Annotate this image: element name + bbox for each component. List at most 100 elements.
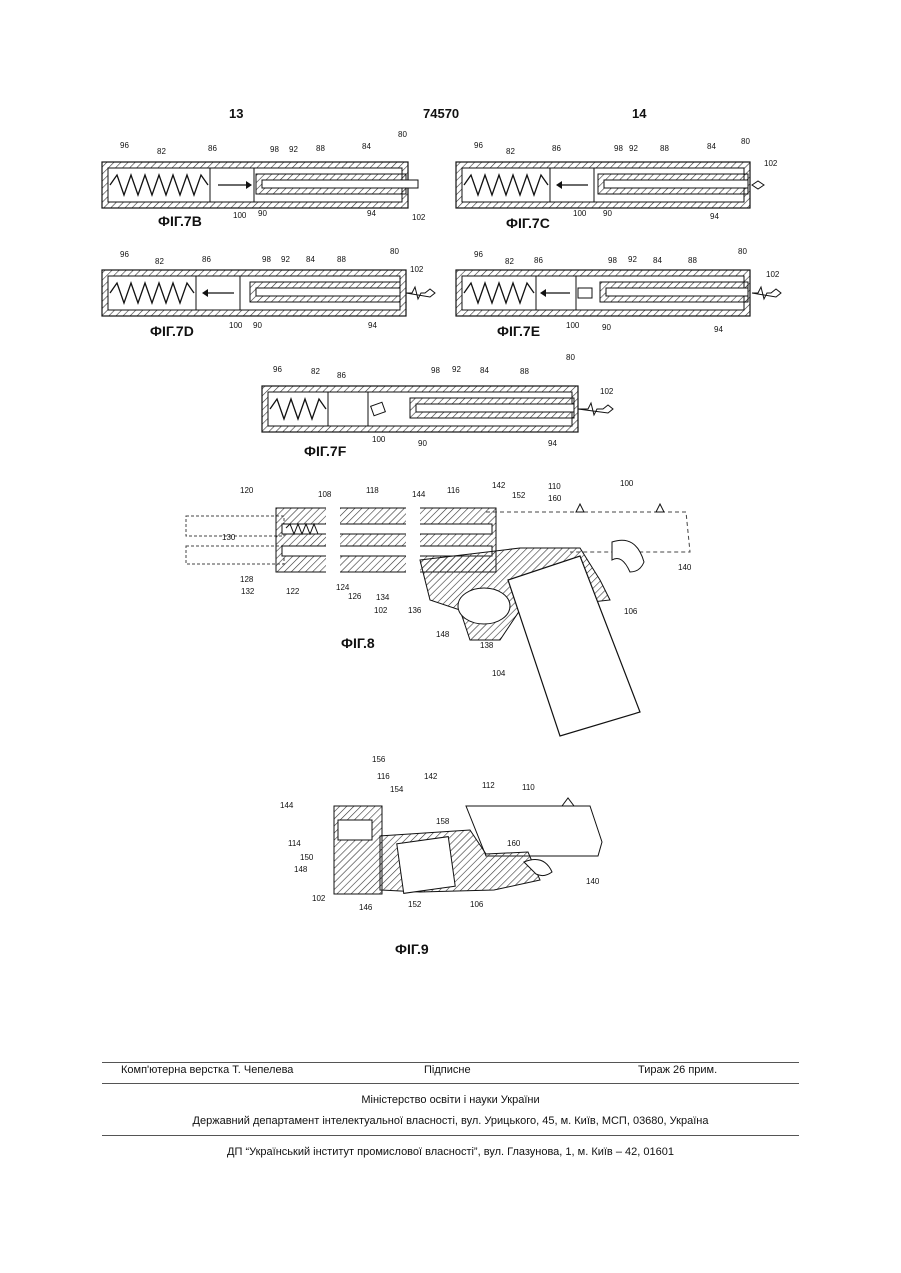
svg-text:138: 138 — [480, 641, 494, 650]
svg-text:98: 98 — [270, 145, 279, 154]
svg-text:116: 116 — [447, 486, 460, 495]
svg-text:158: 158 — [436, 817, 450, 826]
svg-text:102: 102 — [410, 265, 424, 274]
svg-text:140: 140 — [678, 563, 692, 572]
svg-text:142: 142 — [424, 772, 438, 781]
svg-text:114: 114 — [288, 839, 301, 848]
svg-text:100: 100 — [229, 321, 243, 330]
svg-text:100: 100 — [573, 209, 587, 218]
svg-text:134: 134 — [376, 593, 390, 602]
svg-text:86: 86 — [552, 144, 561, 153]
svg-text:124: 124 — [336, 583, 350, 592]
svg-text:112: 112 — [482, 781, 495, 790]
patent-drawings: 96 82 86 98 92 88 84 80 100 90 94 102 ФІГ.7B 96 8… — [0, 0, 901, 1000]
svg-text:150: 150 — [300, 853, 314, 862]
svg-text:96: 96 — [474, 250, 483, 259]
svg-text:80: 80 — [738, 247, 747, 256]
signed-note: Підписне — [424, 1064, 471, 1076]
svg-text:102: 102 — [764, 159, 778, 168]
svg-text:96: 96 — [120, 141, 129, 150]
svg-text:120: 120 — [240, 486, 254, 495]
svg-text:96: 96 — [120, 250, 129, 259]
fig7c-caption: ФІГ.7C — [506, 215, 550, 231]
svg-text:152: 152 — [512, 491, 526, 500]
svg-text:160: 160 — [548, 494, 562, 503]
svg-text:92: 92 — [452, 365, 461, 374]
svg-text:142: 142 — [492, 481, 506, 490]
typesetting-credit: Комп'ютерна верстка Т. Чепелева — [121, 1064, 293, 1076]
svg-text:92: 92 — [628, 255, 637, 264]
svg-text:116: 116 — [377, 772, 390, 781]
svg-text:144: 144 — [280, 801, 294, 810]
svg-text:132: 132 — [241, 587, 255, 596]
fig7e-caption: ФІГ.7E — [497, 323, 540, 339]
svg-text:126: 126 — [348, 592, 362, 601]
svg-text:106: 106 — [470, 900, 484, 909]
fig7b-caption: ФІГ.7B — [158, 213, 202, 229]
svg-text:84: 84 — [480, 366, 489, 375]
svg-text:82: 82 — [505, 257, 514, 266]
svg-text:82: 82 — [157, 147, 166, 156]
ministry-line: Міністерство освіти і науки України — [102, 1094, 799, 1106]
svg-text:84: 84 — [306, 255, 315, 264]
svg-text:144: 144 — [412, 490, 426, 499]
figure-7f: 968286 989284 8880102 1009094 ФІГ.7F — [262, 353, 614, 459]
svg-text:80: 80 — [566, 353, 575, 362]
svg-text:82: 82 — [506, 147, 515, 156]
svg-text:152: 152 — [408, 900, 422, 909]
svg-text:90: 90 — [602, 323, 611, 332]
fig7f-caption: ФІГ.7F — [304, 443, 347, 459]
svg-text:96: 96 — [474, 141, 483, 150]
svg-text:110: 110 — [548, 482, 561, 491]
figure-7c: 968286 989288 8480102 1009094 ФІГ.7C — [456, 137, 778, 231]
fig9-caption: ФІГ.9 — [395, 941, 429, 957]
svg-text:100: 100 — [566, 321, 580, 330]
svg-text:90: 90 — [418, 439, 427, 448]
footer-rule-top — [102, 1062, 799, 1063]
svg-text:98: 98 — [262, 255, 271, 264]
svg-text:90: 90 — [258, 209, 267, 218]
figure-7d: 968286 989284 8880102 1009094 ФІГ.7D — [102, 247, 435, 339]
svg-text:94: 94 — [548, 439, 557, 448]
svg-text:96: 96 — [273, 365, 282, 374]
svg-text:86: 86 — [337, 371, 346, 380]
svg-text:102: 102 — [600, 387, 614, 396]
svg-text:94: 94 — [368, 321, 377, 330]
svg-text:92: 92 — [281, 255, 290, 264]
footer-rule-middle — [102, 1083, 799, 1084]
svg-text:146: 146 — [359, 903, 373, 912]
svg-text:88: 88 — [660, 144, 669, 153]
svg-text:86: 86 — [208, 144, 217, 153]
svg-text:94: 94 — [714, 325, 723, 334]
svg-text:98: 98 — [608, 256, 617, 265]
svg-text:106: 106 — [624, 607, 638, 616]
svg-text:88: 88 — [688, 256, 697, 265]
svg-text:110: 110 — [522, 783, 535, 792]
svg-text:84: 84 — [362, 142, 371, 151]
svg-text:82: 82 — [155, 257, 164, 266]
svg-text:104: 104 — [492, 669, 506, 678]
svg-text:140: 140 — [586, 877, 600, 886]
fig8-caption: ФІГ.8 — [341, 635, 375, 651]
svg-text:98: 98 — [431, 366, 440, 375]
svg-text:94: 94 — [710, 212, 719, 221]
footer-rule-bottom — [102, 1135, 799, 1136]
svg-text:100: 100 — [372, 435, 386, 444]
svg-text:98: 98 — [614, 144, 623, 153]
svg-text:88: 88 — [337, 255, 346, 264]
svg-text:90: 90 — [253, 321, 262, 330]
figure-8: 120108118 144116142 152110160 100130128 … — [186, 479, 692, 736]
figure-7b: 968286 989288 8480 1009094102 ФІГ.7B — [102, 130, 426, 229]
svg-text:148: 148 — [436, 630, 450, 639]
department-line: Державний департамент інтелектуальної вл… — [102, 1115, 799, 1127]
svg-text:92: 92 — [629, 144, 638, 153]
svg-text:102: 102 — [374, 606, 388, 615]
svg-text:84: 84 — [653, 256, 662, 265]
svg-text:102: 102 — [412, 213, 426, 222]
figure-9: 156116154 142112110 144158114 150148160 … — [280, 755, 602, 957]
svg-text:136: 136 — [408, 606, 422, 615]
svg-text:128: 128 — [240, 575, 254, 584]
figure-7e: 968286 989284 8880102 1009094 ФІГ.7E — [456, 247, 781, 339]
svg-text:108: 108 — [318, 490, 332, 499]
svg-text:154: 154 — [390, 785, 404, 794]
